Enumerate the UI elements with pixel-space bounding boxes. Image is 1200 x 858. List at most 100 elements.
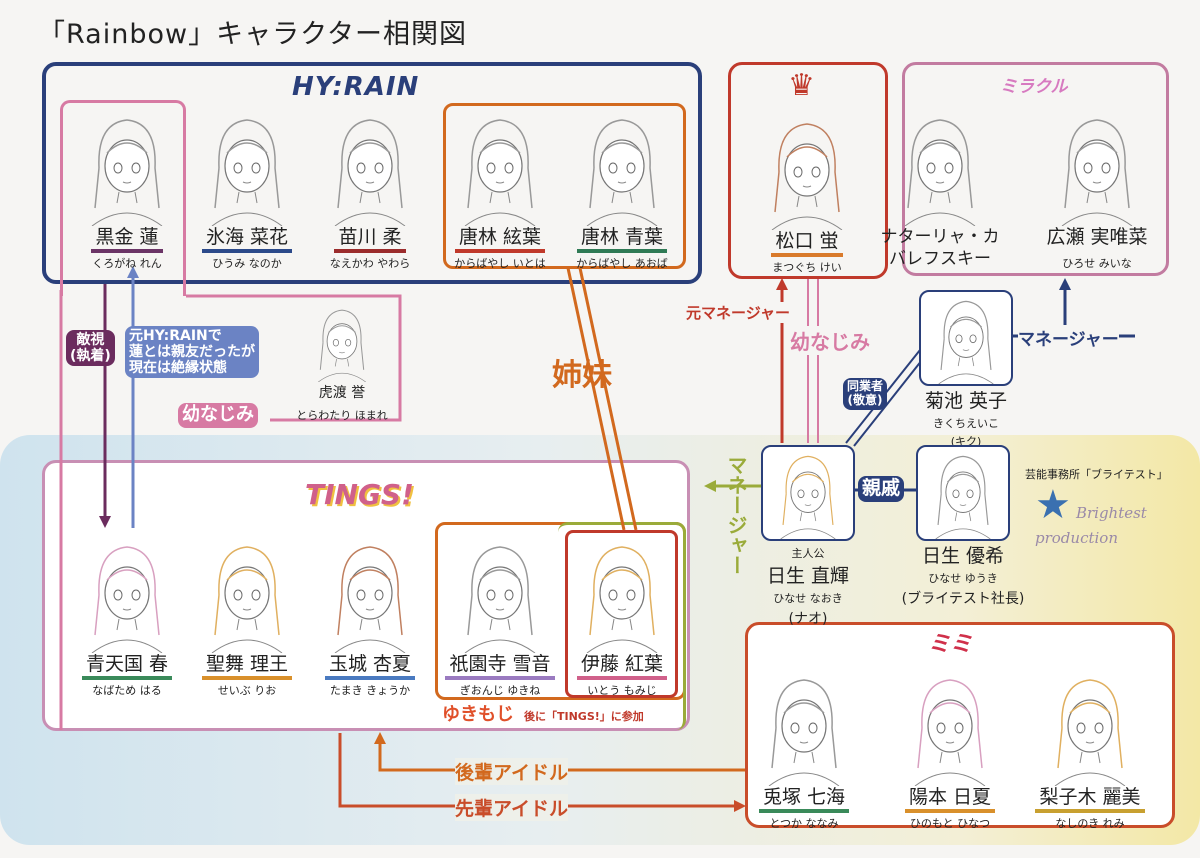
- relative-label: 親戚: [858, 476, 905, 502]
- character-reading: からばやし いとは: [454, 257, 546, 270]
- character-homare: 虎渡 誉とらわたり ほまれ: [282, 302, 402, 423]
- former-friend-label: 元HY:RAINで 蓮とは親友だったが 現在は絶縁状態: [125, 326, 259, 379]
- portrait-sketch: [211, 119, 283, 226]
- character-name: 日生 優希: [921, 545, 1005, 567]
- sisters-label: 姉妹: [552, 358, 612, 393]
- character-name: 青天国 春: [81, 653, 173, 680]
- character-reading: まつぐち けい: [772, 261, 842, 274]
- character-itoha: 唐林 絃葉からばやし いとは: [440, 108, 560, 271]
- agency-label: 芸能事務所「ブライテスト」: [1025, 468, 1168, 481]
- portrait-sketch: [464, 119, 536, 226]
- ren-pink-line: [59, 290, 402, 730]
- character-name: 松口 蛍: [771, 230, 843, 257]
- character-yawara: 苗川 柔なえかわ やわら: [310, 108, 430, 271]
- character-reading: せいぶ りお: [217, 684, 277, 697]
- character-nickname: (ナオ): [788, 611, 828, 627]
- character-name: 伊藤 紅葉: [576, 653, 668, 680]
- portrait-sketch: [91, 119, 163, 226]
- character-name: 兎塚 七海: [758, 786, 850, 813]
- character-name: 聖舞 理王: [201, 653, 293, 680]
- yukimoji-label: ゆきもじ: [442, 704, 514, 725]
- portrait-sketch: [1054, 679, 1126, 786]
- character-kyouka: 玉城 杏夏たまき きょうか: [310, 535, 430, 698]
- character-hinatsu: 陽本 日夏ひのもと ひなつ: [890, 668, 1010, 831]
- portrait-sketch: [586, 546, 658, 653]
- group-momiji: [565, 530, 678, 698]
- character-name: 唐林 青葉: [576, 226, 668, 253]
- character-yukine: 祇園寺 雪音ぎおんじ ゆきね: [440, 535, 560, 698]
- character-reading: くろがね れん: [92, 257, 162, 270]
- colleague-line-2: [853, 359, 923, 447]
- character-rio: 聖舞 理王せいぶ りお: [187, 535, 307, 698]
- character-reading: ひのもと ひなつ: [909, 817, 991, 830]
- portrait-sketch: [761, 445, 855, 541]
- character-reading: きくちえいこ: [933, 417, 999, 430]
- character-name: 虎渡 誉: [318, 385, 366, 401]
- group-karabayashi: [443, 103, 686, 269]
- portrait-sketch: [318, 309, 366, 382]
- portrait-sketch: [768, 679, 840, 786]
- character-nickname: (ブライテスト社長): [901, 591, 1025, 607]
- character-yuki: 日生 優希ひなせ ゆうき (ブライテスト社長): [878, 445, 1048, 608]
- former-manager-label: 元マネージャー: [686, 302, 790, 323]
- character-reading: ぎおんじ ゆきね: [459, 684, 541, 697]
- portrait-sketch: [919, 290, 1013, 386]
- hostility-label: 敵視 (執着): [66, 330, 115, 367]
- character-aoba: 唐林 青葉からばやし あおば: [562, 108, 682, 271]
- character-naoki: 主人公日生 直輝ひなせ なおき (ナオ): [748, 445, 868, 628]
- character-reading: なばため はる: [92, 684, 162, 697]
- character-reading: ひろせ みいな: [1062, 257, 1132, 270]
- childhood-friend-label-1: 幼なじみ: [178, 403, 258, 428]
- character-reading: ひなせ ゆうき: [928, 572, 998, 585]
- group-top-right: [902, 62, 1169, 276]
- character-eiko: 菊池 英子きくちえいこ (キク): [906, 290, 1026, 449]
- character-name: ナターリャ・カバレフスキー: [880, 227, 1000, 269]
- tings-logo: TINGS!: [305, 478, 414, 511]
- portrait-sketch: [916, 445, 1010, 541]
- character-reading: なえかわ やわら: [329, 257, 411, 270]
- agency-logo: ★ Brightest production: [1035, 482, 1200, 547]
- character-name: 日生 直輝: [766, 565, 850, 587]
- character-reading: ひなせ なおき: [773, 592, 843, 605]
- character-miina: 広瀬 実唯菜ひろせ みいな: [1037, 108, 1157, 271]
- character-name: 祇園寺 雪音: [445, 653, 555, 680]
- portrait-sketch: [586, 119, 658, 226]
- group-ren-frame: [60, 100, 186, 296]
- hyrain-logo: HY:RAIN: [292, 72, 420, 102]
- character-haru: 青天国 春なばため はる: [67, 535, 187, 698]
- character-reading: とらわたり ほまれ: [296, 409, 388, 422]
- manager-label-top: マネージャー: [1018, 325, 1119, 350]
- character-remi: 梨子木 麗美なしのき れみ: [1030, 668, 1150, 831]
- star-icon: ★: [1035, 482, 1071, 528]
- portrait-sketch: [771, 123, 843, 230]
- character-name: 唐林 絃葉: [454, 226, 546, 253]
- portrait-sketch: [914, 679, 986, 786]
- group-matsuguchi: [728, 62, 888, 279]
- portrait-sketch: [334, 546, 406, 653]
- character-name: 広瀬 実唯菜: [1046, 226, 1148, 248]
- character-name: 苗川 柔: [334, 226, 406, 253]
- character-reading: たまき きょうか: [329, 684, 411, 697]
- childhood-friend-label-2: 幼なじみ: [790, 326, 870, 355]
- bottom-right-logo: ミミ: [928, 632, 973, 657]
- portrait-sketch: [334, 119, 406, 226]
- portrait-sketch: [904, 119, 976, 226]
- character-momiji: 伊藤 紅葉いとう もみじ: [562, 535, 682, 698]
- character-nickname: (キク): [950, 435, 982, 448]
- character-reading: いとう もみじ: [587, 684, 657, 697]
- page-title: 「Rainbow」キャラクター相関図: [38, 19, 467, 50]
- character-reading: とつか ななみ: [769, 817, 839, 830]
- character-reading: からばやし あおば: [576, 257, 668, 270]
- crown-logo: ♛: [788, 68, 815, 103]
- character-name: 玉城 杏夏: [324, 653, 416, 680]
- top-right-logo: ミラクル: [1000, 77, 1068, 97]
- character-name: 菊池 英子: [924, 390, 1008, 412]
- role-label: 主人公: [791, 547, 825, 560]
- agency-logo-text: Brightest production: [1035, 504, 1147, 547]
- group-hyrain: [42, 62, 702, 284]
- senior-idol-arrow: [338, 733, 746, 812]
- portrait-sketch: [1061, 119, 1133, 226]
- character-kei: 松口 蛍まつぐち けい: [747, 112, 867, 275]
- character-ren: 黒金 蓮くろがね れん: [67, 108, 187, 271]
- character-name: 黒金 蓮: [91, 226, 163, 253]
